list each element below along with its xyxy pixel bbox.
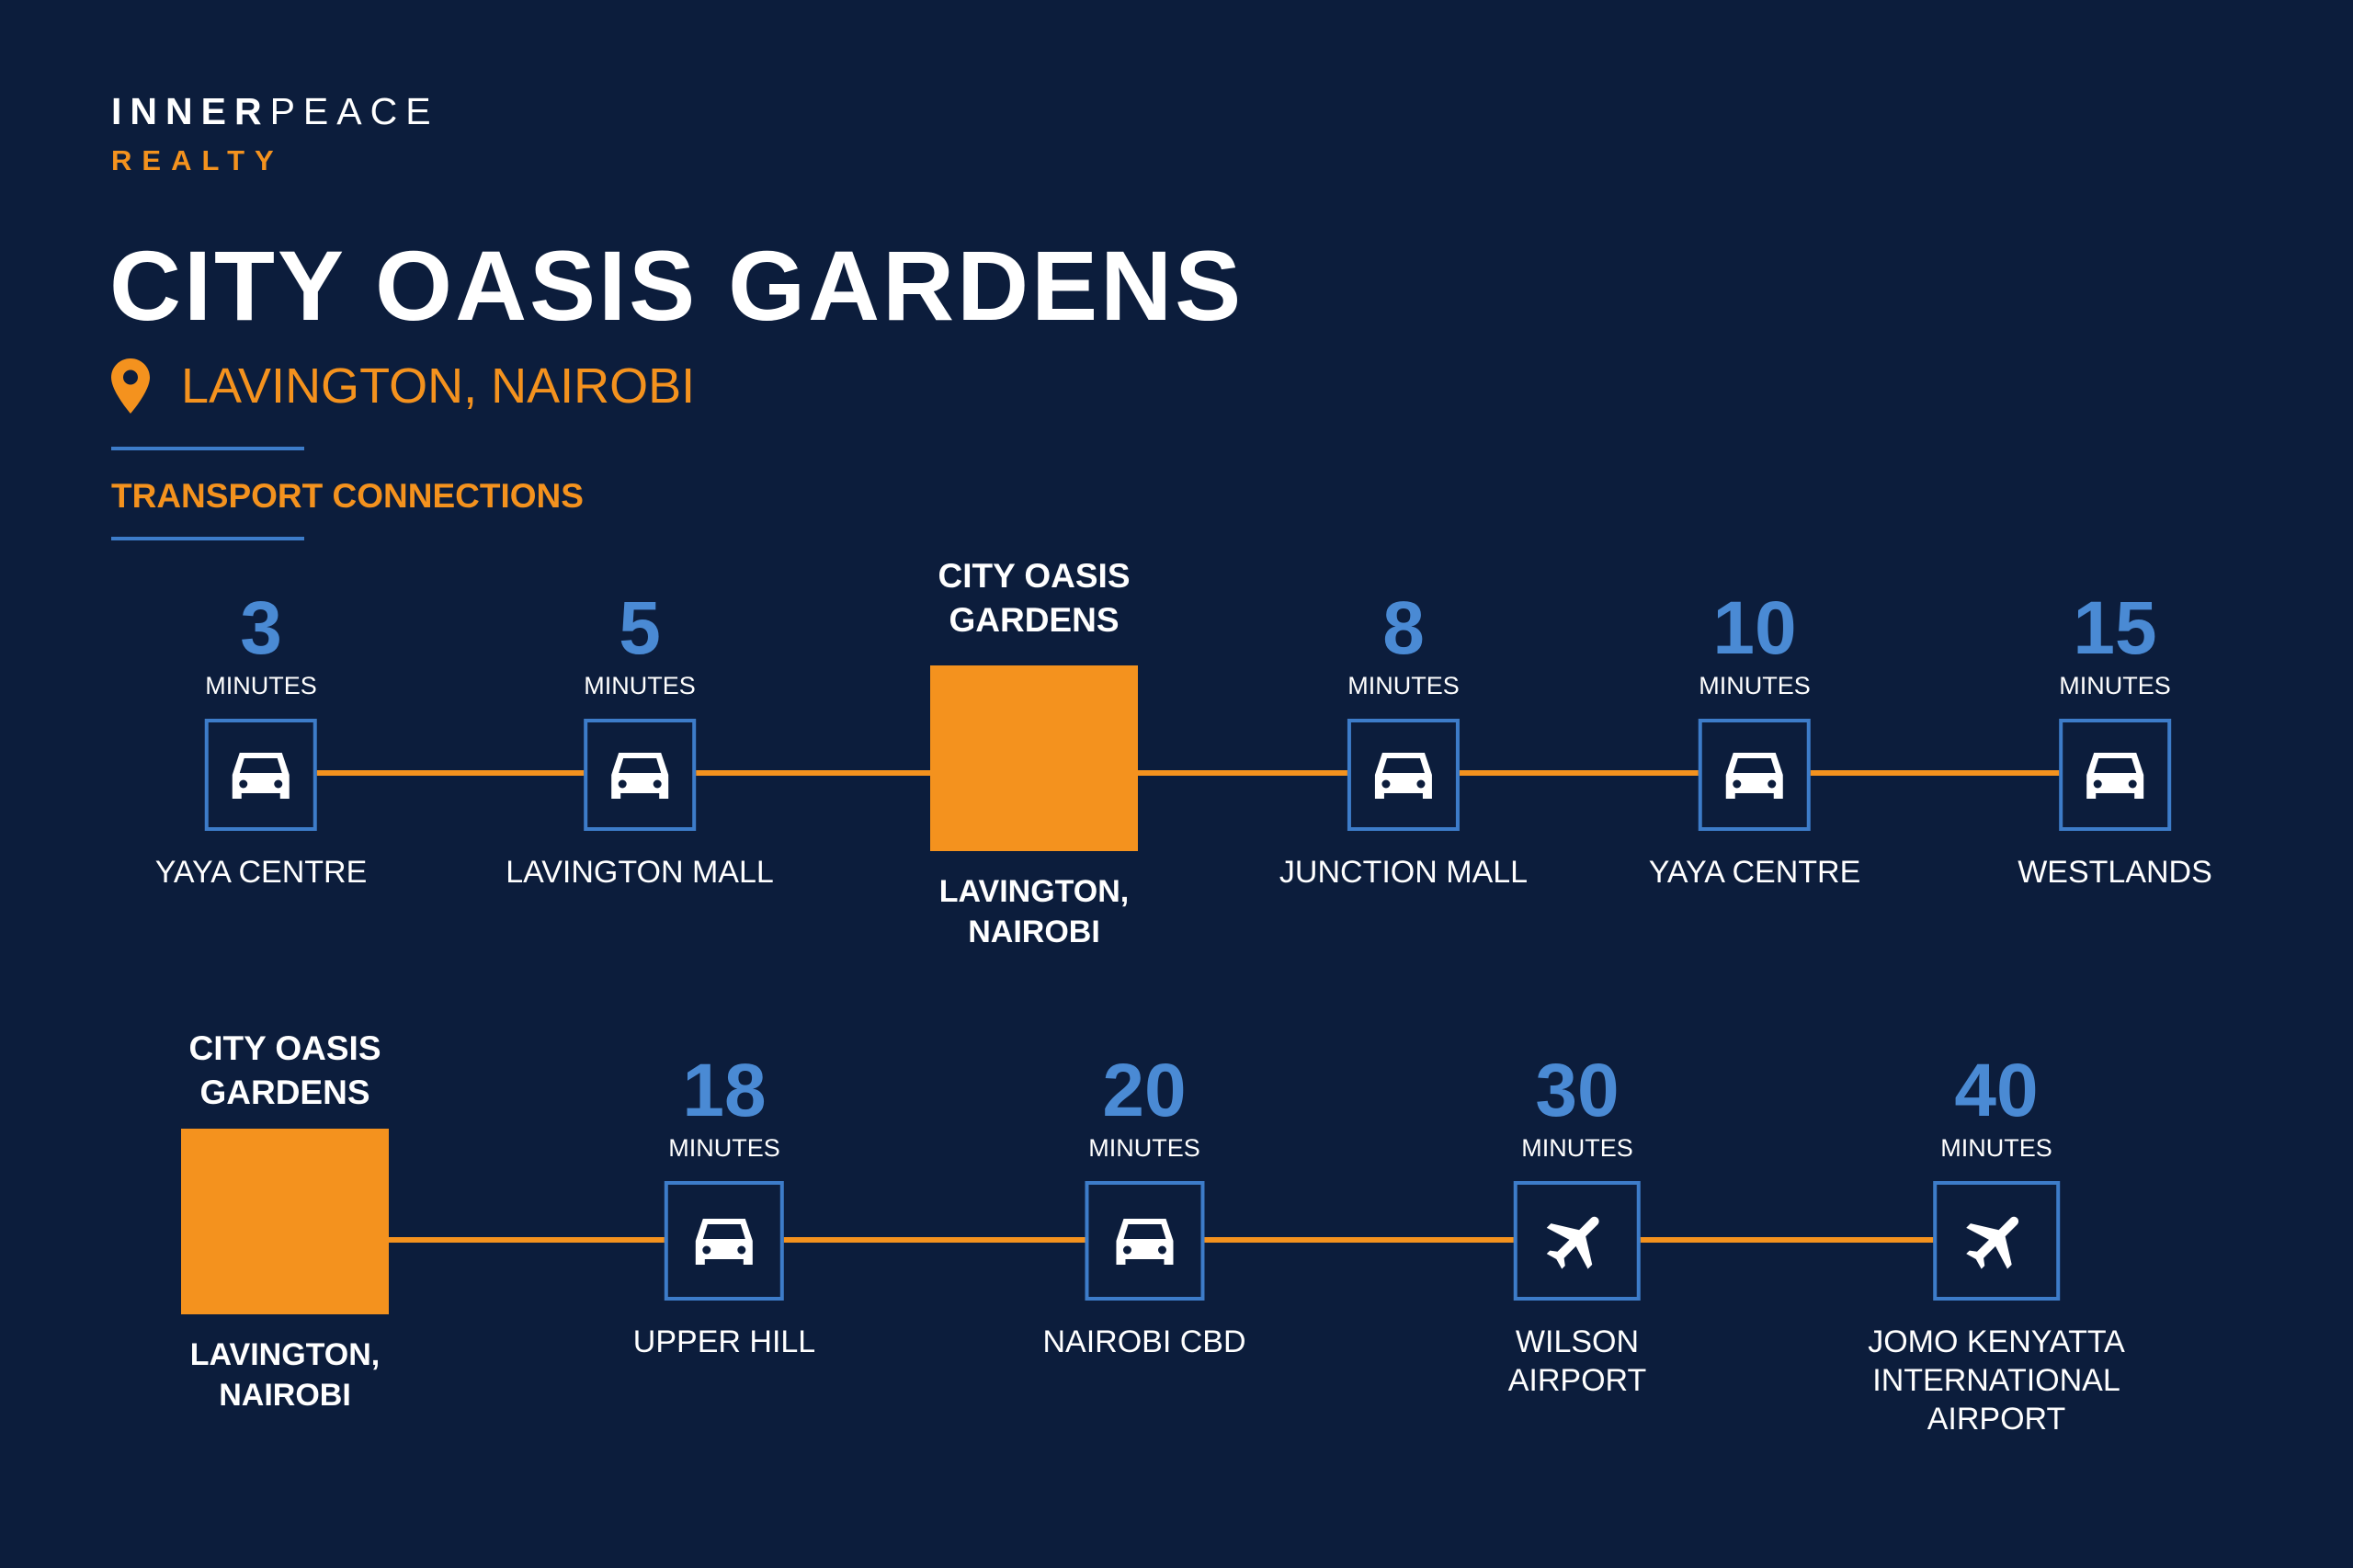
origin-name-line2: GARDENS xyxy=(949,601,1120,639)
stop-wilson-airport: 30 MINUTES WILSON AIRPORT xyxy=(1508,1053,1647,1400)
minutes-value: 30 xyxy=(1535,1049,1620,1132)
car-icon xyxy=(1115,1219,1173,1265)
divider-top xyxy=(111,447,304,450)
minutes-unit: MINUTES xyxy=(1940,1134,2052,1162)
car-icon xyxy=(1726,753,1783,799)
origin-city-oasis-row2: CITY OASIS GARDENS LAVINGTON, NAIROBI xyxy=(181,1027,389,1415)
minutes-unit: MINUTES xyxy=(584,672,696,699)
minutes-unit: MINUTES xyxy=(1699,672,1811,699)
stop-nairobi-cbd: 20 MINUTES NAIROBI CBD xyxy=(1042,1053,1245,1361)
page-title: CITY OASIS GARDENS xyxy=(109,230,1245,341)
destination-label: UPPER HILL xyxy=(632,1324,816,1359)
minutes-value: 10 xyxy=(1712,586,1797,670)
airplane-icon-box xyxy=(1513,1181,1641,1301)
airplane-icon xyxy=(1546,1216,1599,1269)
origin-city-oasis-row1: CITY OASIS GARDENS LAVINGTON, NAIROBI xyxy=(930,554,1138,952)
minutes-value: 5 xyxy=(619,586,661,670)
stop-yaya-centre: 3 MINUTES YAYA CENTRE xyxy=(155,591,368,892)
destination-label: YAYA CENTRE xyxy=(1648,855,1861,890)
origin-name-line1: CITY OASIS xyxy=(188,1029,381,1067)
car-icon xyxy=(1374,753,1432,799)
minutes-unit: MINUTES xyxy=(668,1134,780,1162)
stop-jkia: 40 MINUTES JOMO KENYATTA INTERNATIONAL A… xyxy=(1868,1053,2125,1438)
origin-location-line1: LAVINGTON, xyxy=(189,1337,381,1372)
brand-subtitle: REALTY xyxy=(111,144,284,176)
brand-logo: INNERPEACE xyxy=(111,90,439,133)
origin-location-line2: NAIROBI xyxy=(968,915,1100,949)
stop-junction-mall: 8 MINUTES JUNCTION MALL xyxy=(1279,591,1528,892)
brand-name-light: PEACE xyxy=(269,90,439,132)
minutes-value: 20 xyxy=(1102,1049,1187,1132)
origin-location-line1: LAVINGTON, xyxy=(938,874,1130,909)
route-line-row1 xyxy=(261,770,2165,776)
minutes-value: 3 xyxy=(240,586,282,670)
car-icon xyxy=(696,1219,753,1265)
origin-name-line1: CITY OASIS xyxy=(938,557,1131,595)
car-icon-box xyxy=(2059,719,2171,831)
destination-label: WESTLANDS xyxy=(2018,855,2212,890)
car-icon-box xyxy=(1699,719,1811,831)
car-icon xyxy=(2086,753,2143,799)
destination-label-line2: AIRPORT xyxy=(1507,1363,1647,1398)
car-icon-box xyxy=(1347,719,1460,831)
car-icon xyxy=(610,753,668,799)
minutes-unit: MINUTES xyxy=(1347,672,1460,699)
destination-label-line1: JOMO KENYATTA xyxy=(1868,1324,2125,1359)
minutes-value: 18 xyxy=(682,1049,767,1132)
map-pin-icon xyxy=(111,358,150,414)
divider-bottom xyxy=(111,537,304,540)
section-heading: TRANSPORT CONNECTIONS xyxy=(111,477,584,515)
minutes-value: 15 xyxy=(2073,586,2157,670)
car-icon-box xyxy=(665,1181,784,1301)
destination-label: LAVINGTON MALL xyxy=(506,855,774,890)
stop-yaya-centre-2: 10 MINUTES YAYA CENTRE xyxy=(1649,591,1861,892)
car-icon-box xyxy=(1084,1181,1204,1301)
car-icon-box xyxy=(583,719,696,831)
brand-name-bold: INNER xyxy=(111,90,270,132)
car-icon-box xyxy=(205,719,317,831)
destination-label: JUNCTION MALL xyxy=(1279,855,1529,890)
minutes-unit: MINUTES xyxy=(2059,672,2171,699)
minutes-value: 40 xyxy=(1954,1049,2039,1132)
destination-label: NAIROBI CBD xyxy=(1042,1324,1246,1359)
destination-label-line1: WILSON xyxy=(1515,1324,1640,1359)
stop-westlands: 15 MINUTES WESTLANDS xyxy=(2018,591,2212,892)
car-icon xyxy=(233,753,290,799)
minutes-value: 8 xyxy=(1382,586,1425,670)
stop-lavington-mall: 5 MINUTES LAVINGTON MALL xyxy=(506,591,774,892)
minutes-unit: MINUTES xyxy=(1521,1134,1633,1162)
destination-label-line3: AIRPORT xyxy=(1927,1402,2066,1437)
origin-location-line2: NAIROBI xyxy=(219,1378,351,1413)
airplane-icon-box xyxy=(1932,1181,2060,1301)
origin-name-line2: GARDENS xyxy=(199,1074,370,1111)
destination-label: YAYA CENTRE xyxy=(154,855,368,890)
origin-marker xyxy=(930,665,1138,851)
origin-marker xyxy=(181,1129,389,1314)
location-line: LAVINGTON, NAIROBI xyxy=(111,354,695,418)
stop-upper-hill: 18 MINUTES UPPER HILL xyxy=(633,1053,815,1361)
location-text: LAVINGTON, NAIROBI xyxy=(181,358,696,414)
destination-label-line2: INTERNATIONAL xyxy=(1872,1363,2120,1398)
airplane-icon xyxy=(1965,1216,2018,1269)
minutes-unit: MINUTES xyxy=(1088,1134,1200,1162)
minutes-unit: MINUTES xyxy=(205,672,317,699)
